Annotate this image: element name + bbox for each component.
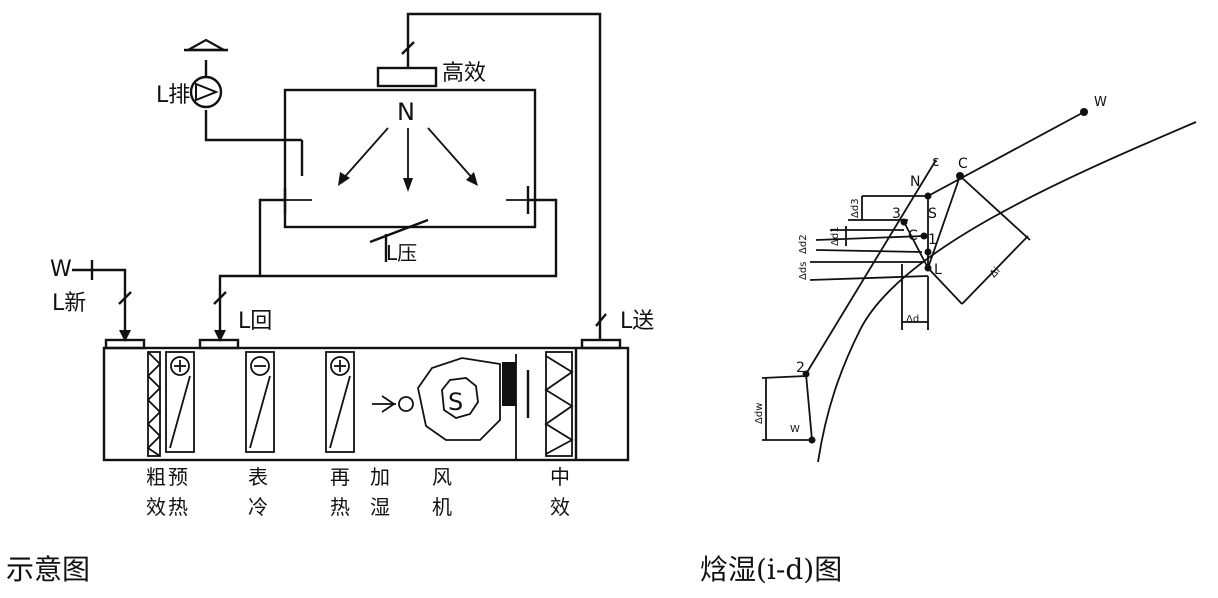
svg-text:再热: 再热: [330, 465, 350, 519]
exhaust-label: L排: [156, 83, 190, 108]
point-l: [924, 264, 932, 272]
label-reheat-1: 再: [330, 465, 350, 489]
hepa-label: 高效: [442, 61, 486, 86]
label-medium-2: 效: [550, 495, 570, 519]
point-3: [900, 218, 908, 226]
delta-i-dim: [961, 235, 1029, 305]
label-c-lower: C: [908, 228, 918, 244]
preheat-coil: [165, 351, 195, 453]
state-points: [802, 108, 1088, 444]
process-line-w-c: [927, 111, 1085, 197]
saturation-curve: [817, 121, 1197, 463]
label-cooling-1: 表: [248, 465, 268, 489]
return-duct-right: [260, 198, 558, 278]
hepa-filter: [376, 66, 438, 88]
label-w-dew: W: [790, 424, 800, 435]
label-preheat-2: 热: [168, 495, 188, 519]
chart-caption: 焓湿(i-d)图: [700, 553, 843, 586]
exhaust-duct: [204, 110, 302, 142]
svg-text:预热: 预热: [168, 465, 188, 519]
leak-label: L压: [386, 241, 417, 265]
hepa-damper-icon: [401, 41, 415, 55]
label-w: W: [1094, 95, 1107, 110]
humidifier-nozzle: [372, 395, 414, 413]
fan-icon: S: [417, 354, 530, 460]
label-di: Δi: [988, 265, 1003, 280]
airflow-arrows: [338, 127, 478, 192]
label-humidify-2: 湿: [370, 495, 390, 519]
label-d: Δd: [906, 314, 919, 325]
label-coarse: 粗效: [146, 465, 166, 519]
fresh-damper-icon: [118, 291, 132, 305]
fresh-air-label: W: [50, 257, 72, 282]
label-reheat-2: 热: [330, 495, 350, 519]
leakage-arrow: [369, 218, 429, 244]
point-w-dew: [808, 436, 816, 444]
chart-labels: W N ε C 3 S C 1 L 2 W Δd3 Δd1 Δd2 Δds Δd…: [754, 95, 1107, 435]
cooling-coil: [245, 351, 275, 453]
point-c-lower: [920, 232, 928, 240]
return-damper-icon: [213, 291, 227, 305]
label-dw: Δdw: [754, 403, 765, 424]
svg-text:加湿: 加湿: [370, 465, 390, 519]
label-s: S: [928, 206, 937, 222]
schematic: 高效 N L排 L压: [50, 12, 654, 519]
return-flow-label: L回: [238, 309, 272, 334]
process-line-2: [805, 373, 813, 441]
label-3: 3: [892, 206, 901, 222]
label-d3: Δd3: [850, 198, 861, 218]
fresh-air-duct: [92, 268, 127, 340]
label-fan-2: 机: [432, 495, 452, 519]
label-humidify-1: 加: [370, 465, 390, 489]
point-n: [924, 192, 932, 200]
svg-text:风机: 风机: [432, 465, 452, 519]
room-label: N: [397, 98, 415, 126]
label-c-upper: C: [958, 156, 968, 172]
fan-symbol: S: [448, 388, 463, 416]
point-w: [1080, 108, 1088, 116]
reheat-coil: [325, 351, 355, 453]
label-coarse-2: 效: [146, 495, 166, 519]
label-eps: ε: [932, 154, 940, 170]
supply-duct: [406, 12, 602, 340]
fresh-flow-label: L新: [52, 291, 86, 316]
label-medium-1: 中: [550, 465, 570, 489]
point-c-upper: [956, 172, 964, 180]
id-chart: W N ε C 3 S C 1 L 2 W Δd3 Δd1 Δd2 Δds Δd…: [754, 95, 1197, 463]
medium-filter: [544, 351, 574, 457]
label-l: L: [934, 262, 942, 278]
supply-flow-label: L送: [620, 309, 654, 334]
label-preheat-1: 预: [168, 465, 188, 489]
point-1: [924, 248, 932, 256]
label-1: 1: [928, 232, 937, 248]
process-line-c-l: [927, 175, 961, 269]
label-fan-1: 风: [432, 465, 452, 489]
label-2: 2: [796, 360, 805, 376]
label-cooling-2: 冷: [248, 495, 268, 519]
supply-damper-icon: [595, 313, 607, 327]
ahu-casing: [102, 346, 630, 462]
label-d2: Δd2: [798, 234, 809, 254]
label-d1: Δd1: [830, 226, 841, 246]
point-2: [802, 370, 810, 378]
svg-text:中效: 中效: [550, 465, 570, 519]
svg-text:表冷: 表冷: [248, 465, 268, 519]
section-labels: 粗效 预热 表冷 再热 加湿 风机 中效: [146, 465, 570, 519]
label-ds: Δds: [798, 262, 809, 280]
coarse-filter: [146, 351, 162, 457]
exhaust-hood-icon: [183, 38, 229, 52]
schematic-caption: 示意图: [6, 553, 91, 586]
label-coarse-1: 粗: [146, 465, 166, 489]
label-n: N: [910, 174, 920, 190]
